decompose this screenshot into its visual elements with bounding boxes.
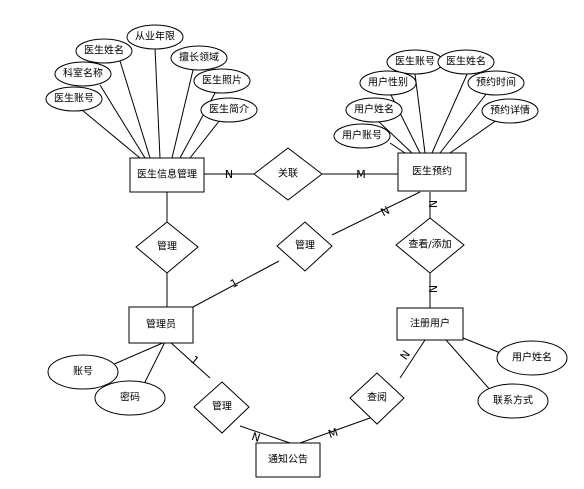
attr-doctor-name-label: 医生姓名 [84, 44, 124, 57]
attr-doctor-intro[interactable]: 医生简介 [200, 97, 258, 123]
card-admin-notice-rel: 1 [188, 353, 202, 367]
entity-user[interactable]: 注册用户 [396, 307, 464, 341]
card-view-user: N [427, 285, 440, 293]
edge-admin-password [142, 341, 166, 387]
attr-doctor-dept-label: 科室名称 [63, 67, 103, 80]
edge-appt-doctor-account [414, 73, 426, 154]
card-admin-manage: 1 [228, 276, 240, 291]
edge-appt-manage [331, 191, 421, 236]
attr-appt-doctor-name-label: 医生姓名 [446, 55, 486, 68]
entity-notice[interactable]: 通知公告 [255, 442, 321, 478]
edge-doctor-dept [99, 84, 146, 159]
relationship-manage-mid[interactable]: 管理 [276, 221, 333, 272]
attr-admin-password[interactable]: 密码 [94, 380, 166, 416]
edge-appt-user-account [389, 142, 406, 154]
edge-appt-doctor-name [431, 71, 469, 154]
attr-admin-account-label: 账号 [73, 366, 93, 378]
relationship-manage-left[interactable]: 管理 [135, 221, 199, 274]
card-appt-manage: N [379, 204, 392, 219]
entity-appointment-label: 医生预约 [412, 165, 452, 178]
attr-doctor-years[interactable]: 从业年限 [126, 24, 184, 50]
attr-admin-password-label: 密码 [120, 391, 140, 404]
attr-user-name[interactable]: 用户姓名 [496, 340, 568, 376]
relationship-manage-left-label: 管理 [157, 240, 177, 253]
relationship-manage-mid-label: 管理 [295, 239, 315, 252]
edge-user-query [399, 339, 426, 379]
edge-doctor-intro [189, 119, 221, 159]
attr-doctor-years-label: 从业年限 [135, 30, 175, 43]
attr-appt-doctor-account-label: 医生账号 [395, 55, 435, 68]
relationship-manage-bottom[interactable]: 管理 [193, 381, 250, 434]
attr-doctor-name[interactable]: 医生姓名 [75, 38, 133, 64]
relationship-view-add-label: 查看/添加 [408, 238, 451, 251]
relationship-manage-bottom-label: 管理 [212, 400, 232, 413]
attr-appt-user-name-label: 用户姓名 [354, 103, 394, 116]
attr-appt-user-gender[interactable]: 用户性别 [359, 70, 417, 96]
entity-notice-label: 通知公告 [268, 453, 308, 466]
attr-doctor-specialty-label: 擅长领域 [179, 51, 219, 64]
card-appt-view: N [427, 200, 440, 208]
edge-doctor-specialty [171, 69, 194, 159]
attr-appt-details-label: 预约详情 [490, 104, 530, 117]
attr-appt-time[interactable]: 预约时间 [467, 70, 525, 96]
edge-doctor-years [154, 47, 161, 159]
card-rel-notice: N [250, 430, 262, 445]
card-doctor-assoc: N [225, 168, 233, 181]
attr-appt-doctor-name[interactable]: 医生姓名 [437, 49, 495, 75]
edge-manage-notice [239, 425, 291, 444]
attr-user-contact[interactable]: 联系方式 [477, 383, 549, 419]
attr-doctor-photo[interactable]: 医生照片 [193, 68, 251, 94]
edge-user-contact [445, 339, 493, 393]
edge-query-notice [299, 417, 371, 444]
attr-doctor-account-label: 医生账号 [54, 92, 94, 105]
edge-doctor-name [119, 60, 151, 159]
edge-manage-admin-mid [192, 260, 280, 308]
edge-appt-details [449, 119, 498, 154]
attr-user-name-label: 用户姓名 [512, 351, 552, 364]
edge-admin-account [104, 341, 166, 369]
attr-appt-details[interactable]: 预约详情 [481, 98, 539, 124]
attr-doctor-photo-label: 医生照片 [202, 74, 242, 87]
card-assoc-appt: M [356, 168, 366, 181]
entity-doctor-info-label: 医生信息管理 [137, 168, 197, 181]
attr-doctor-intro-label: 医生简介 [209, 103, 249, 116]
edge-appt-time [439, 92, 488, 154]
relationship-query-label: 查阅 [367, 391, 387, 404]
relationship-view-add[interactable]: 查看/添加 [395, 217, 465, 274]
edge-doctor-account [81, 109, 141, 159]
entity-user-label: 注册用户 [410, 317, 450, 330]
attr-appt-time-label: 预约时间 [476, 76, 516, 89]
entity-doctor-info[interactable]: 医生信息管理 [129, 157, 205, 193]
attr-appt-user-account[interactable]: 用户账号 [333, 123, 391, 149]
relationship-assoc-label: 关联 [278, 167, 298, 180]
relationship-assoc[interactable]: 关联 [253, 147, 323, 201]
attr-doctor-specialty[interactable]: 擅长领域 [170, 45, 228, 71]
edge-admin-manage-bottom [169, 341, 211, 379]
attr-appt-doctor-account[interactable]: 医生账号 [386, 49, 444, 75]
entity-appointment[interactable]: 医生预约 [397, 152, 467, 192]
attr-appt-user-name[interactable]: 用户姓名 [345, 97, 403, 123]
attr-admin-account[interactable]: 账号 [47, 354, 119, 390]
entity-admin[interactable]: 管理员 [128, 306, 194, 344]
attr-doctor-account[interactable]: 医生账号 [45, 86, 103, 112]
attr-appt-user-gender-label: 用户性别 [368, 76, 408, 89]
card-query-user: N [398, 348, 413, 362]
card-notice-query: M [327, 426, 340, 441]
relationship-query[interactable]: 查阅 [349, 372, 405, 425]
attr-appt-user-account-label: 用户账号 [342, 129, 382, 142]
edge-appt-user-name [376, 119, 413, 154]
attr-user-contact-label: 联系方式 [493, 394, 533, 407]
entity-admin-label: 管理员 [146, 318, 176, 331]
attr-doctor-dept[interactable]: 科室名称 [54, 61, 112, 87]
